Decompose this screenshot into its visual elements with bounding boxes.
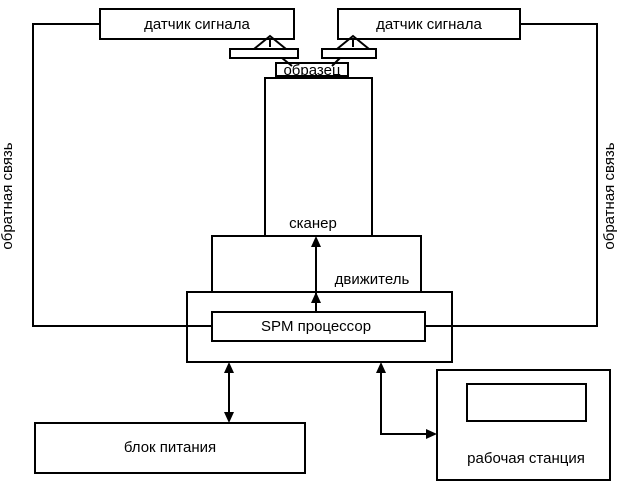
feedback-right-label: обратная связь [601,142,618,249]
workstation-label: рабочая станция [467,450,585,467]
workstation-monitor [466,383,587,422]
controller-housing [186,291,453,363]
scanner-label: сканер [289,215,337,232]
signal-sensor-right: датчик сигнала [337,8,521,40]
sample-label: образец [283,62,341,79]
power-link-arrow [224,362,234,423]
power-supply: блок питания [34,422,306,474]
scanner: сканер [264,77,373,236]
workstation-link-arrow [376,362,437,439]
actuator-label: движитель [335,271,410,288]
power-supply-label: блок питания [124,439,216,456]
actuator: движитель [211,235,422,292]
workstation: рабочая станция [436,369,611,481]
signal-sensor-left-label: датчик сигнала [144,16,250,33]
feedback-left-label: обратная связь [0,142,16,249]
signal-sensor-left: датчик сигнала [99,8,295,40]
sample: образец [275,62,349,79]
feedback-line-left [32,23,212,327]
signal-sensor-right-label: датчик сигнала [376,16,482,33]
control-arrow [311,236,321,312]
spm-processor: SPM процессор [211,311,426,342]
feedback-line-right [425,23,598,327]
spm-processor-label: SPM процессор [261,318,371,335]
